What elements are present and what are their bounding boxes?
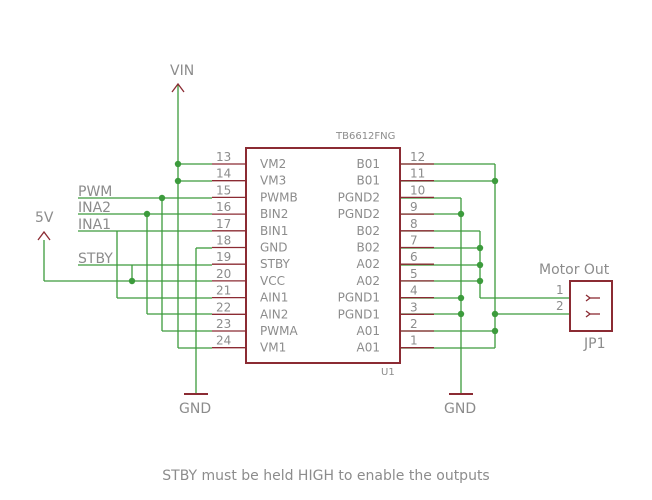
- ic-pin-number: 8: [410, 217, 418, 231]
- ic-pin-name: B02: [356, 224, 380, 238]
- ic-pin-name: BIN2: [260, 207, 288, 221]
- connector-body: [569, 280, 613, 332]
- ic-pin-number: 12: [410, 150, 425, 164]
- junction-dot: [491, 310, 499, 318]
- junctions: [128, 160, 499, 335]
- ic-pin-name: STBY: [260, 257, 291, 271]
- ic-pin-number: 6: [410, 250, 418, 264]
- ic-pin-number: 22: [216, 300, 231, 314]
- ic-right-pins: 12B0111B0110PGND29PGND28B027B026A025A024…: [338, 150, 434, 355]
- ic-pin-name: B01: [356, 157, 380, 171]
- ic-pin-number: 13: [216, 150, 231, 164]
- ic-pin-name: PGND1: [338, 307, 380, 321]
- junction-dot: [457, 294, 465, 302]
- vin-supply-symbol: VIN: [170, 63, 194, 93]
- ic-pin-name: BIN1: [260, 224, 288, 238]
- ic-pin-name: GND: [260, 241, 288, 255]
- ic-pin-name: A01: [357, 324, 380, 338]
- ic-pin-name: PWMB: [260, 190, 298, 204]
- pwm-net-label: PWM: [78, 184, 112, 200]
- ic-pin-number: 4: [410, 284, 418, 298]
- junction-dot: [174, 177, 182, 185]
- ic-pin-number: 10: [410, 183, 425, 197]
- ic-pin-name: AIN1: [260, 291, 288, 305]
- ic-part-name: TB6612FNG: [335, 131, 395, 142]
- ic-pin-number: 5: [410, 267, 418, 281]
- junction-dot: [174, 160, 182, 168]
- junction-dot: [457, 210, 465, 218]
- ic-pin-name: VCC: [260, 274, 285, 288]
- stby-net-label: STBY: [78, 251, 113, 267]
- connector-ref: JP1: [583, 336, 605, 352]
- ic-pin-number: 21: [216, 284, 231, 298]
- ic-pin-number: 20: [216, 267, 231, 281]
- ic-pin-name: B02: [356, 241, 380, 255]
- vin-label: VIN: [170, 63, 194, 79]
- connector-pin2-num: 2: [556, 299, 564, 313]
- ic-pin-name: PGND2: [338, 190, 380, 204]
- ic-pin-name: PWMA: [260, 324, 298, 338]
- 5v-label: 5V: [35, 210, 54, 226]
- ic-pin-name: VM2: [260, 157, 286, 171]
- ic-pin-number: 23: [216, 317, 231, 331]
- ic-pin-number: 9: [410, 200, 418, 214]
- gnd-symbol-left: GND: [179, 393, 211, 417]
- junction-dot: [491, 327, 499, 335]
- ic-pin-number: 3: [410, 300, 418, 314]
- ic-pin-name: VM3: [260, 174, 286, 188]
- junction-dot: [457, 310, 465, 318]
- ic-pin-name: PGND2: [338, 207, 380, 221]
- ic-pin-name: B01: [356, 174, 380, 188]
- ic-pin-number: 16: [216, 200, 231, 214]
- junction-dot: [476, 261, 484, 269]
- junction-dot: [476, 277, 484, 285]
- ic-pin-number: 7: [410, 234, 418, 248]
- junction-dot: [491, 177, 499, 185]
- ic-pin-number: 14: [216, 167, 231, 181]
- ic-pin-number: 17: [216, 217, 231, 231]
- connector-pin1-num: 1: [556, 283, 564, 297]
- gnd-label-right: GND: [444, 401, 476, 417]
- ic-pin-number: 19: [216, 250, 231, 264]
- ic-pin-name: VM1: [260, 341, 286, 355]
- junction-dot: [158, 194, 166, 202]
- ic-pin-name: A02: [357, 274, 380, 288]
- gnd-symbol-right: GND: [444, 393, 476, 417]
- connector-jp1: Motor Out 1 2 JP1: [539, 262, 613, 352]
- schematic-note: STBY must be held HIGH to enable the out…: [162, 468, 489, 484]
- ic-ref: U1: [381, 367, 395, 378]
- ic-pin-number: 2: [410, 317, 418, 331]
- ic-pin-number: 1: [410, 334, 418, 348]
- ic-pin-name: AIN2: [260, 307, 288, 321]
- wires: [43, 84, 570, 394]
- gnd-label-left: GND: [179, 401, 211, 417]
- ic-pin-number: 24: [216, 334, 231, 348]
- ina1-net-label: INA1: [78, 217, 111, 233]
- ic-pin-name: A02: [357, 257, 380, 271]
- 5v-supply-symbol: 5V: [35, 210, 54, 241]
- ic-pin-name: A01: [357, 341, 380, 355]
- ic-pin-name: PGND1: [338, 291, 380, 305]
- ina2-net-label: INA2: [78, 200, 111, 216]
- junction-dot: [476, 244, 484, 252]
- junction-dot: [128, 277, 136, 285]
- ic-body: [245, 147, 401, 364]
- ic-pin-number: 11: [410, 167, 425, 181]
- ic-pin-number: 18: [216, 234, 231, 248]
- connector-title: Motor Out: [539, 262, 610, 278]
- ic-pin-number: 15: [216, 183, 231, 197]
- junction-dot: [143, 210, 151, 218]
